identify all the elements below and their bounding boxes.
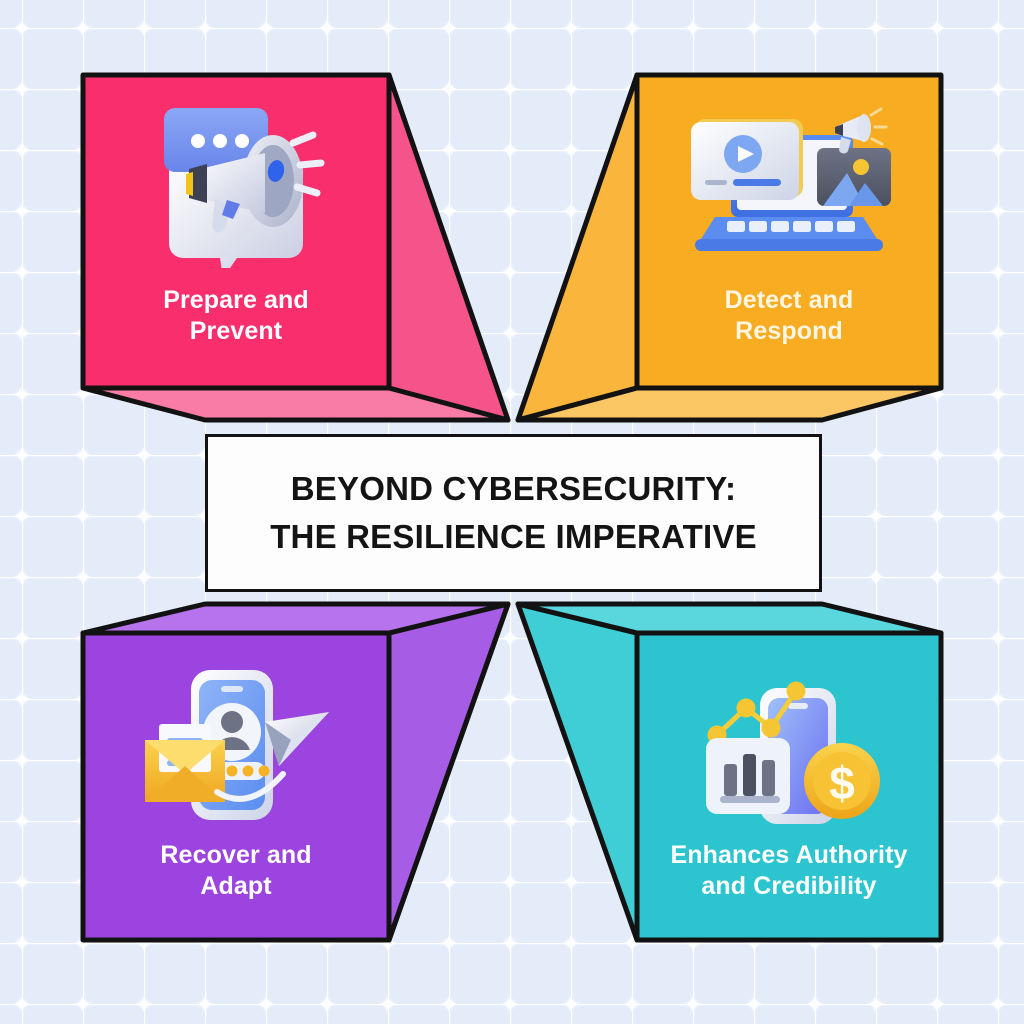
megaphone-speech-bubble-icon xyxy=(145,103,325,278)
svg-text:$: $ xyxy=(829,757,855,809)
analytics-coin-icon: $ xyxy=(698,668,888,826)
page-title-line-2: THE RESILIENCE IMPERATIVE xyxy=(270,518,757,555)
center-title-card: BEYOND CYBERSECURITY: THE RESILIENCE IMP… xyxy=(205,434,822,592)
cube-bottom-right-side xyxy=(515,601,640,943)
cube-top-right-side xyxy=(515,72,640,423)
cube-bottom-left[interactable] xyxy=(80,601,511,943)
cube-top-left-side-outer xyxy=(386,72,511,423)
smartphone-email-send-icon xyxy=(133,662,343,827)
laptop-media-player-icon xyxy=(683,105,895,260)
page-title-line-1: BEYOND CYBERSECURITY: xyxy=(290,470,737,508)
cube-bottom-left-side-outer xyxy=(386,601,511,943)
